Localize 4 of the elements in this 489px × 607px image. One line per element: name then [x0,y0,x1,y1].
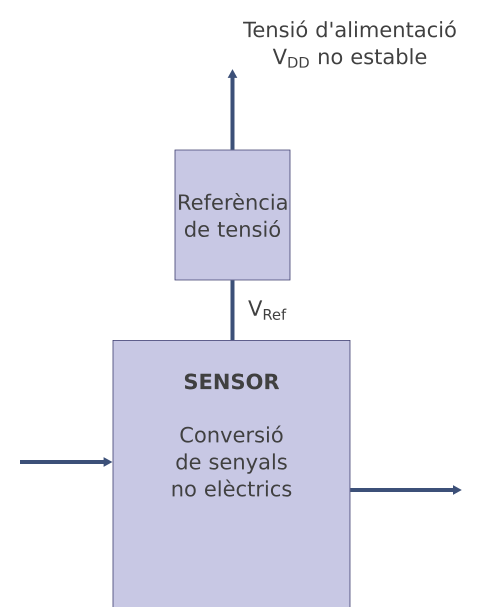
process-box: SENSOR Conversió de senyals no elèctrics [112,340,350,607]
process-box: Referència de tensió [174,150,290,280]
edge-label: V$_{Ref}$ [248,300,286,320]
bare-text: Tensió d'alimentació V$_{DD}$ no estable [243,20,456,68]
